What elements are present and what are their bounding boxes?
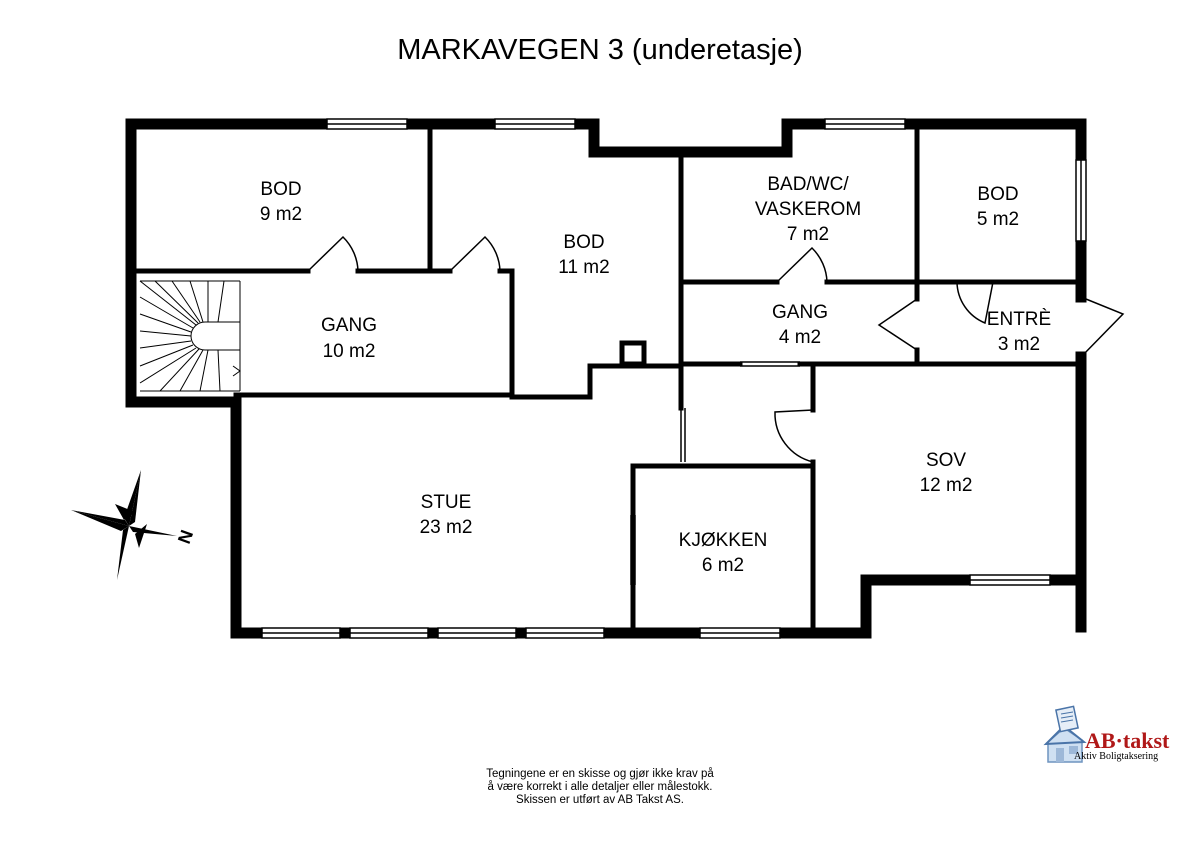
page-title: MARKAVEGEN 3 (underetasje)	[397, 34, 803, 66]
room-kjokken-area: 6 m2	[702, 555, 744, 576]
disclaimer-line: å være korrekt i alle detaljer eller mål…	[487, 781, 713, 793]
room-bad-name: BAD/WC/	[767, 174, 849, 195]
room-bod-11-area: 11 m2	[558, 257, 609, 278]
outer-walls	[125, 118, 1087, 639]
disclaimer-line: Tegningene er en skisse og gjør ikke kra…	[486, 768, 714, 780]
room-gang-10-area: 10 m2	[323, 341, 376, 362]
room-kjokken-name: KJØKKEN	[679, 530, 768, 551]
room-bad-name2: VASKEROM	[755, 199, 861, 220]
room-bod-9-area: 9 m2	[260, 204, 302, 225]
room-bod-5-area: 5 m2	[977, 209, 1019, 230]
house-logo-icon	[1043, 705, 1087, 763]
disclaimer: Tegningene er en skisse og gjør ikke kra…	[440, 768, 760, 807]
compass-north-label: N	[174, 527, 197, 546]
disclaimer-line: Skissen er utført av AB Takst AS.	[516, 794, 684, 806]
interior-walls	[133, 128, 1079, 631]
room-stue-area: 23 m2	[420, 517, 473, 538]
room-stue-name: STUE	[421, 492, 472, 513]
ab-takst-logo: AB·takst Aktiv Boligtaksering	[1042, 700, 1172, 770]
room-entre-name: ENTRÈ	[987, 309, 1051, 330]
room-bod-5-name: BOD	[977, 184, 1018, 205]
room-labels: BOD 9 m2 BOD 11 m2 BAD/WC/ VASKEROM 7 m2…	[260, 174, 1051, 576]
logo-name: AB·takst	[1085, 728, 1170, 753]
windows	[261, 118, 1087, 639]
doors	[307, 235, 1125, 463]
staircase	[139, 280, 241, 392]
room-bad-area: 7 m2	[787, 224, 829, 245]
room-bod-9-name: BOD	[260, 179, 301, 200]
room-sov-name: SOV	[926, 450, 966, 471]
room-sov-area: 12 m2	[920, 475, 973, 496]
openings	[630, 361, 800, 585]
chimney	[619, 340, 647, 367]
room-bod-11-name: BOD	[563, 232, 604, 253]
room-gang-10-name: GANG	[321, 315, 377, 336]
room-entre-area: 3 m2	[998, 334, 1040, 355]
room-gang-4-area: 4 m2	[779, 327, 821, 348]
room-gang-4-name: GANG	[772, 302, 828, 323]
logo-tagline: Aktiv Boligtaksering	[1074, 751, 1159, 762]
compass-rose-icon: N	[71, 470, 197, 580]
